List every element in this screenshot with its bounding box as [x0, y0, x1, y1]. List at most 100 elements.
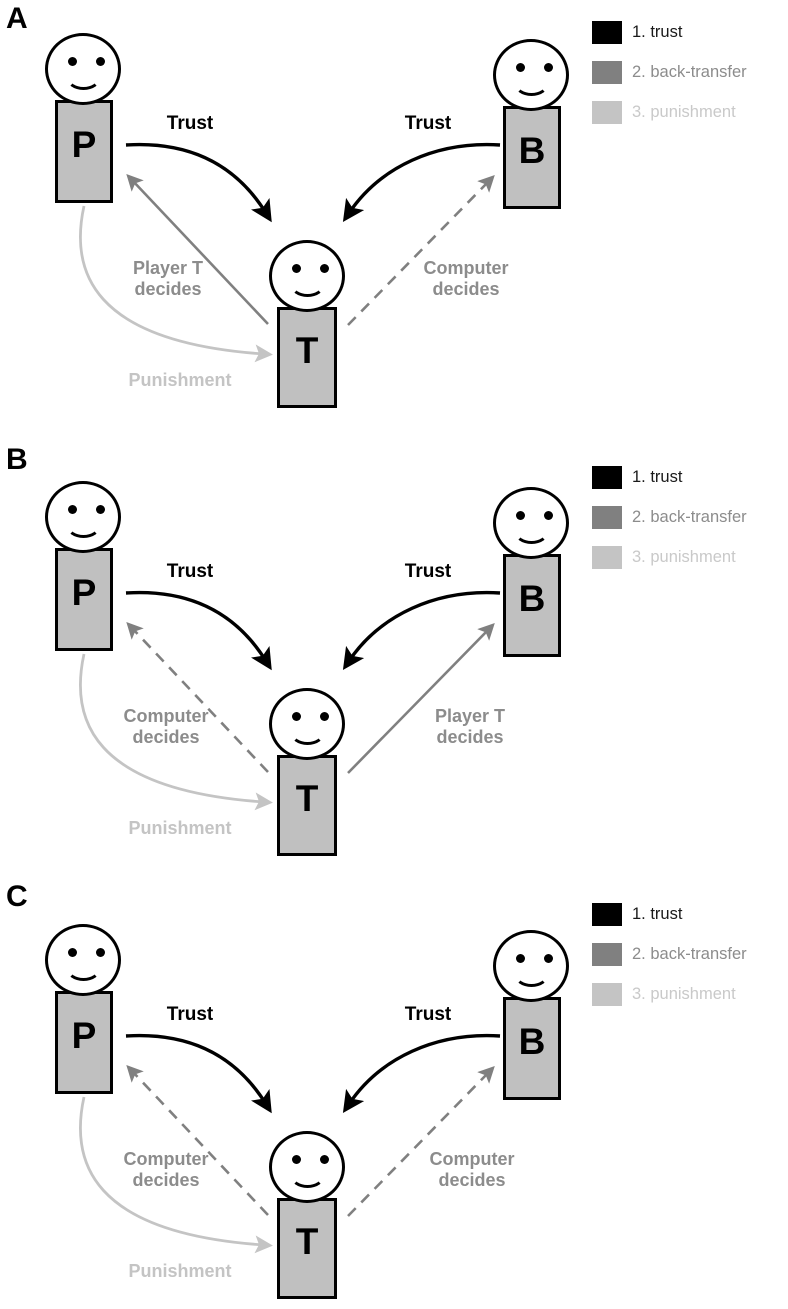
legend-swatch-back-transfer — [592, 60, 622, 84]
legend-label-back-transfer: 2. back-transfer — [632, 62, 747, 81]
punishment-arrow — [78, 1096, 273, 1254]
smile-icon-t — [290, 1162, 325, 1188]
legend-item-punishment: 3. punishment — [592, 92, 788, 132]
back-transfer-label-right: Computer decides — [429, 1149, 515, 1190]
legend-item-back-transfer: 2. back-transfer — [592, 497, 788, 537]
panel-c: C 1. trust 2. back-transfer 3. punishmen… — [0, 872, 788, 1309]
legend-item-punishment: 3. punishment — [592, 537, 788, 577]
trust-label-right: Trust — [404, 1004, 452, 1025]
arrow-layer-b — [78, 590, 501, 811]
back-transfer-label-left: Computer decides — [123, 706, 209, 747]
smile-icon-t — [290, 719, 325, 745]
actor-letter-b: B — [518, 1021, 546, 1062]
eye-right-icon-b — [544, 954, 553, 963]
eye-left-icon-p — [68, 505, 77, 514]
trust-label-right: Trust — [404, 561, 452, 582]
eye-right-icon-t — [320, 712, 329, 721]
actor-letter-t: T — [295, 1221, 319, 1262]
eye-right-icon-t — [320, 1155, 329, 1164]
eye-left-icon-b — [516, 954, 525, 963]
eye-left-icon-p — [68, 57, 77, 66]
smile-icon-p — [66, 955, 101, 981]
eye-left-icon-p — [68, 948, 77, 957]
punishment-arrow — [78, 653, 273, 811]
back-transfer-arrow-left — [126, 1064, 269, 1216]
panel-label-c: C — [6, 880, 28, 913]
legend-panel-c: 1. trust 2. back-transfer 3. punishment — [592, 894, 788, 1014]
eye-right-icon-b — [544, 63, 553, 72]
legend-label-back-transfer: 2. back-transfer — [632, 944, 747, 963]
eye-left-icon-b — [516, 63, 525, 72]
back-transfer-arrow-left — [126, 173, 269, 325]
legend-swatch-back-transfer — [592, 942, 622, 966]
back-transfer-label-left: Computer decides — [123, 1149, 209, 1190]
legend-swatch-punishment — [592, 100, 622, 124]
trust-label-right: Trust — [404, 113, 452, 134]
legend-swatch-trust — [592, 20, 622, 44]
smile-icon-p — [66, 512, 101, 538]
legend-item-punishment: 3. punishment — [592, 974, 788, 1014]
legend-item-trust: 1. trust — [592, 894, 788, 934]
legend-label-trust: 1. trust — [632, 22, 683, 41]
trust-arrow-right — [342, 142, 501, 223]
actor-letter-p: P — [71, 572, 97, 613]
legend-swatch-trust — [592, 902, 622, 926]
body-t — [277, 755, 337, 856]
trust-label-left: Trust — [166, 113, 214, 134]
punishment-arrow — [78, 205, 273, 363]
panel-label-b: B — [6, 443, 28, 476]
body-b — [503, 106, 561, 209]
panel-b: B 1. trust 2. back-transfer 3. punishmen… — [0, 437, 788, 874]
eye-left-icon-t — [292, 264, 301, 273]
arrow-layer-c — [78, 1033, 501, 1254]
legend-item-trust: 1. trust — [592, 12, 788, 52]
trust-label-left: Trust — [166, 1004, 214, 1025]
panel-label-a: A — [6, 2, 28, 35]
eye-right-icon-p — [96, 57, 105, 66]
legend-label-back-transfer: 2. back-transfer — [632, 507, 747, 526]
back-transfer-arrow-right — [347, 623, 495, 774]
actor-letter-p: P — [71, 124, 97, 165]
eye-right-icon-p — [96, 505, 105, 514]
actor-letter-b: B — [518, 578, 546, 619]
legend-label-punishment: 3. punishment — [632, 547, 736, 566]
actor-letter-t: T — [295, 330, 319, 371]
legend-label-trust: 1. trust — [632, 467, 683, 486]
panel-a: A 1. trust 2. back-transfer 3. punishmen… — [0, 0, 788, 437]
arrow-layer-a — [78, 142, 501, 363]
punishment-label: Punishment — [128, 370, 232, 390]
smile-icon-p — [66, 64, 101, 90]
eye-left-icon-t — [292, 1155, 301, 1164]
legend-label-punishment: 3. punishment — [632, 984, 736, 1003]
legend-swatch-punishment — [592, 982, 622, 1006]
trust-arrow-left — [125, 1033, 272, 1114]
eye-right-icon-t — [320, 264, 329, 273]
actor-letter-t: T — [295, 778, 319, 819]
smile-icon-b — [514, 70, 549, 96]
back-transfer-arrow-right — [347, 175, 495, 326]
eye-right-icon-p — [96, 948, 105, 957]
legend-item-back-transfer: 2. back-transfer — [592, 52, 788, 92]
legend-swatch-trust — [592, 465, 622, 489]
smile-icon-b — [514, 961, 549, 987]
back-transfer-label-left: Player T decides — [132, 258, 204, 299]
eye-right-icon-b — [544, 511, 553, 520]
back-transfer-arrow-right — [347, 1066, 495, 1217]
actor-letter-b: B — [518, 130, 546, 171]
smile-icon-b — [514, 518, 549, 544]
actor-letter-p: P — [71, 1015, 97, 1056]
eye-left-icon-b — [516, 511, 525, 520]
legend-swatch-back-transfer — [592, 505, 622, 529]
legend-label-punishment: 3. punishment — [632, 102, 736, 121]
punishment-label: Punishment — [128, 1261, 232, 1281]
legend-swatch-punishment — [592, 545, 622, 569]
trust-label-left: Trust — [166, 561, 214, 582]
trust-arrow-right — [342, 1033, 501, 1114]
smile-icon-t — [290, 271, 325, 297]
back-transfer-arrow-left — [126, 621, 269, 773]
legend-item-back-transfer: 2. back-transfer — [592, 934, 788, 974]
trust-arrow-right — [342, 590, 501, 671]
back-transfer-label-right: Computer decides — [423, 258, 509, 299]
trust-arrow-left — [125, 142, 272, 223]
eye-left-icon-t — [292, 712, 301, 721]
